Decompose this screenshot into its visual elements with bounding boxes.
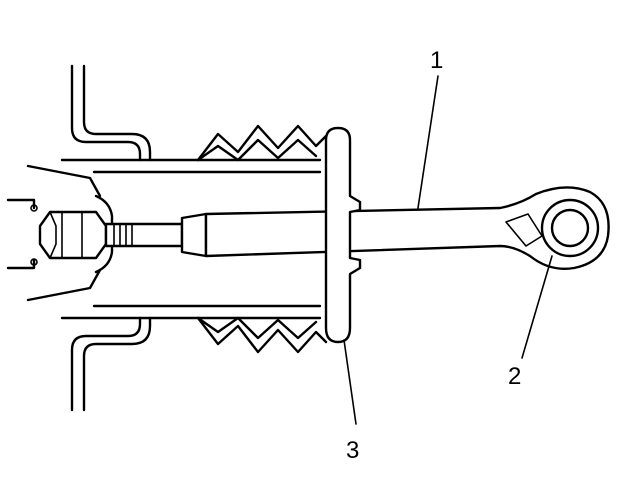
ratchet-head <box>540 198 600 258</box>
housing-bottom <box>60 304 322 412</box>
boot-bellows-top <box>196 124 328 162</box>
leader-line-3 <box>343 339 357 425</box>
callout-2: 2 <box>508 363 521 390</box>
leader-line-1 <box>417 75 439 209</box>
leader-line-2 <box>521 255 553 359</box>
leader-lines <box>343 75 553 425</box>
steering-knuckle <box>6 164 114 302</box>
tie-rod-nut <box>38 210 108 260</box>
callout-1: 1 <box>430 47 443 74</box>
housing-top <box>60 64 322 174</box>
callout-3: 3 <box>346 437 359 464</box>
boot-bellows-bottom <box>196 316 328 354</box>
inner-tie-rod-shaft <box>104 212 208 258</box>
tool-adapter-plate <box>324 126 362 344</box>
